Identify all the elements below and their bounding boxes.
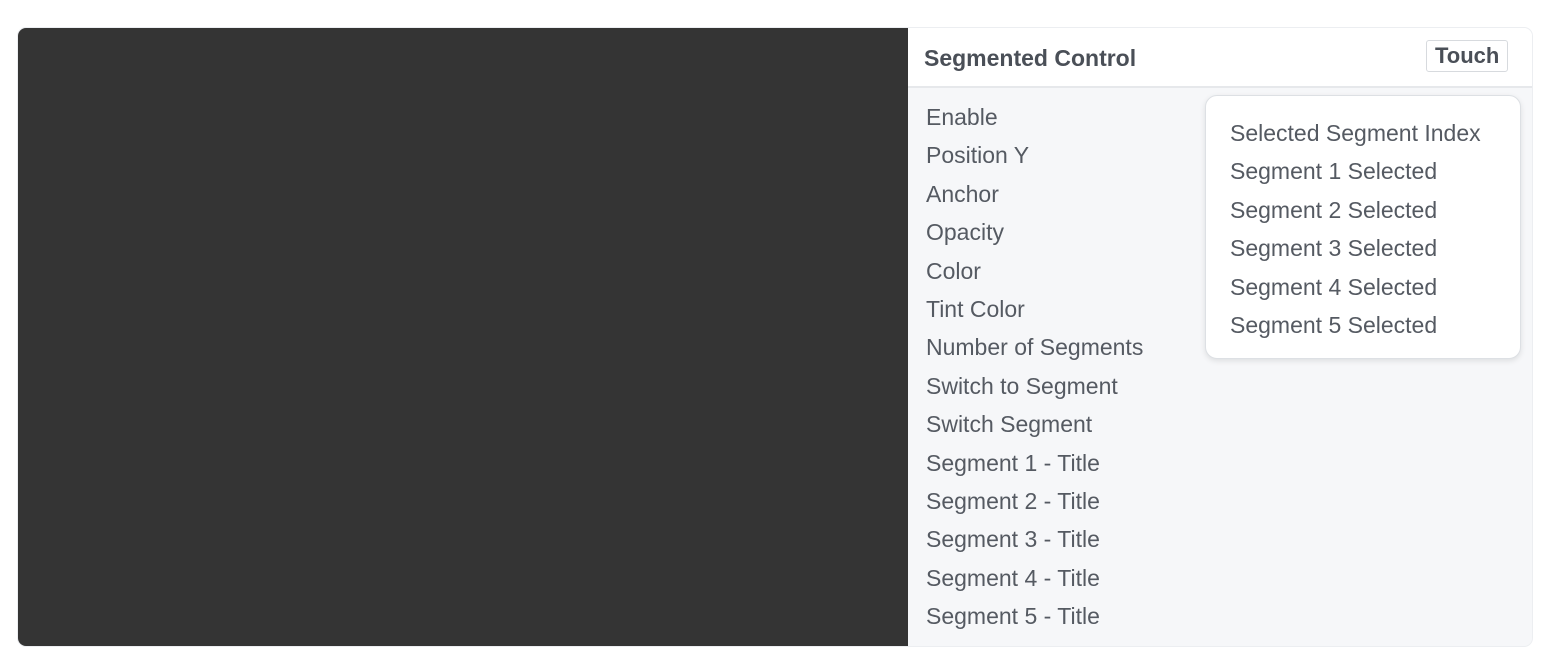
property-position-y[interactable]: Position Y xyxy=(926,142,1030,169)
menu-item-segment-2-selected[interactable]: Segment 2 Selected xyxy=(1230,196,1438,223)
panel-header: Segmented Control Touch xyxy=(908,28,1532,88)
menu-item-segment-5-selected[interactable]: Segment 5 Selected xyxy=(1230,311,1438,338)
property-number-of-segments[interactable]: Number of Segments xyxy=(926,334,1144,361)
menu-item-segment-3-selected[interactable]: Segment 3 Selected xyxy=(1230,235,1438,262)
menu-item-segment-1-selected[interactable]: Segment 1 Selected xyxy=(1230,158,1438,185)
property-segment-1-title[interactable]: Segment 1 - Title xyxy=(926,449,1100,476)
property-tint-color[interactable]: Tint Color xyxy=(926,295,1025,322)
menu-item-selected-segment-index[interactable]: Selected Segment Index xyxy=(1230,120,1481,146)
property-enable[interactable]: Enable xyxy=(926,104,998,130)
property-segment-4-title[interactable]: Segment 4 - Title xyxy=(926,564,1100,591)
dropdown-list: Selected Segment Index Segment 1 Selecte… xyxy=(1230,118,1481,348)
property-color[interactable]: Color xyxy=(926,257,981,284)
editor-frame: Segmented Control Touch Enable Position … xyxy=(18,28,1532,646)
property-segment-3-title[interactable]: Segment 3 - Title xyxy=(926,526,1100,553)
property-opacity[interactable]: Opacity xyxy=(926,219,1004,246)
property-segment-2-title[interactable]: Segment 2 - Title xyxy=(926,487,1100,514)
property-anchor[interactable]: Anchor xyxy=(926,180,999,207)
property-list: Enable Position Y Anchor Opacity Color T… xyxy=(926,102,1143,639)
property-switch-to-segment[interactable]: Switch to Segment xyxy=(926,372,1118,399)
property-segment-5-title[interactable]: Segment 5 - Title xyxy=(926,603,1100,630)
inspector-panel: Segmented Control Touch Enable Position … xyxy=(908,28,1532,646)
touch-button[interactable]: Touch xyxy=(1426,40,1509,72)
panel-title: Segmented Control xyxy=(924,45,1137,71)
property-switch-segment[interactable]: Switch Segment xyxy=(926,411,1093,438)
menu-item-segment-4-selected[interactable]: Segment 4 Selected xyxy=(1230,273,1438,300)
dropdown-menu: Selected Segment Index Segment 1 Selecte… xyxy=(1205,95,1521,359)
preview-canvas[interactable] xyxy=(18,28,908,646)
